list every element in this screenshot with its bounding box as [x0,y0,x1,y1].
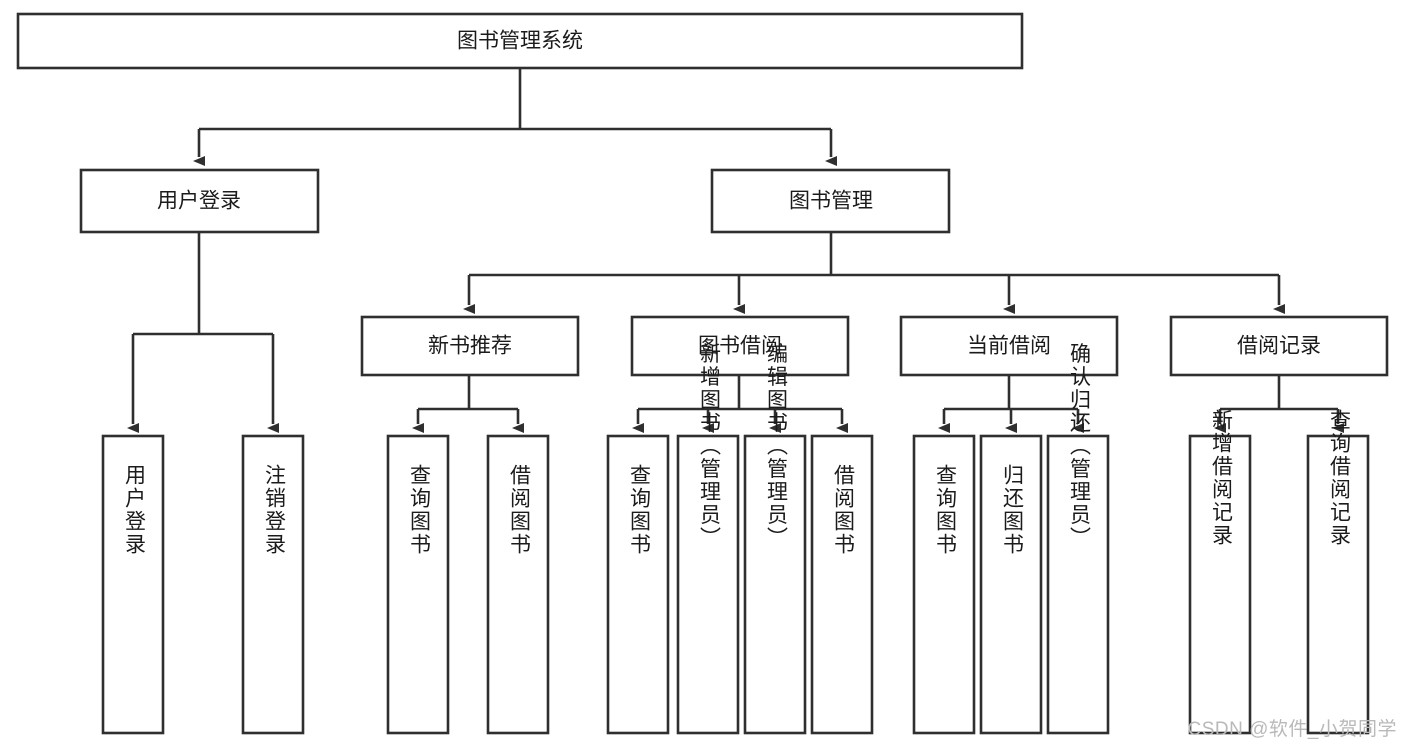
node-leaf-borrow-book-2[interactable]: 借阅图书 [810,434,874,735]
node-leaf-add-book-box[interactable] [676,434,740,735]
node-leaf-logout[interactable]: 注销登录 [241,434,305,735]
node-leaf-borrow-book-1[interactable]: 借阅图书 [486,434,550,735]
node-leaf-add-record-box[interactable] [1188,434,1252,735]
node-leaf-add-book-label: 新增图书（管理员） [697,343,721,550]
node-leaf-edit-book-box[interactable] [743,434,807,735]
node-leaf-query-book-2-box[interactable] [606,434,670,735]
node-leaf-return-book[interactable]: 归还图书 [979,434,1043,735]
node-leaf-borrow-book-1-box[interactable] [486,434,550,735]
node-leaf-query-record-label: 查询借阅记录 [1327,409,1351,547]
node-current-borrow-box[interactable] [899,315,1119,377]
node-leaf-logout-label: 注销登录 [262,464,286,556]
node-user-login-box[interactable] [79,168,320,234]
node-leaf-borrow-book-2-label: 借阅图书 [831,464,855,556]
node-new-book-recommend-box[interactable] [360,315,580,377]
node-borrow-record-box[interactable] [1169,315,1389,377]
node-leaf-user-login-label: 用户登录 [122,464,146,556]
node-leaf-user-login-box[interactable] [101,434,165,735]
node-leaf-return-book-label: 归还图书 [1000,464,1024,556]
node-user-login-label: 用户登录 [157,190,241,213]
node-leaf-query-book-1-box[interactable] [386,434,450,735]
node-leaf-query-book-1[interactable]: 查询图书 [386,434,450,735]
node-borrow-record[interactable]: 借阅记录 [1169,315,1389,377]
node-user-login[interactable]: 用户登录 [79,168,320,234]
node-new-book-recommend-label: 新书推荐 [428,335,512,358]
node-book-manage[interactable]: 图书管理 [710,168,951,234]
node-borrow-record-label: 借阅记录 [1237,335,1321,358]
node-book-manage-label: 图书管理 [789,190,873,213]
node-book-manage-box[interactable] [710,168,951,234]
node-current-borrow-label: 当前借阅 [967,335,1051,358]
node-leaf-edit-book-label: 编辑图书（管理员） [764,343,788,550]
node-root-box[interactable] [16,12,1024,70]
node-current-borrow[interactable]: 当前借阅 [899,315,1119,377]
node-book-borrow-box[interactable] [630,315,850,377]
node-book-borrow[interactable]: 图书借阅 [630,315,850,377]
node-leaf-logout-box[interactable] [241,434,305,735]
node-leaf-user-login[interactable]: 用户登录 [101,434,165,735]
node-root-label: 图书管理系统 [457,30,583,53]
node-leaf-query-book-3-box[interactable] [912,434,976,735]
node-leaf-add-record-label: 新增借阅记录 [1209,409,1233,547]
node-leaf-query-book-3[interactable]: 查询图书 [912,434,976,735]
node-leaf-return-book-box[interactable] [979,434,1043,735]
node-book-borrow-label: 图书借阅 [698,335,782,358]
node-leaf-edit-book[interactable]: 编辑图书（管理员） [743,343,807,735]
node-leaf-query-record-box[interactable] [1306,434,1370,735]
node-leaf-confirm-return[interactable]: 确认归还（管理员） [1046,343,1110,735]
connector-layer [127,68,1344,433]
node-leaf-query-book-2-label: 查询图书 [627,464,651,556]
node-leaf-confirm-return-label: 确认归还（管理员） [1067,343,1091,550]
node-leaf-query-book-1-label: 查询图书 [407,464,431,556]
node-leaf-confirm-return-box[interactable] [1046,434,1110,735]
node-leaf-query-record[interactable]: 查询借阅记录 [1306,409,1370,735]
node-leaf-add-record[interactable]: 新增借阅记录 [1188,409,1252,735]
node-leaf-add-book[interactable]: 新增图书（管理员） [676,343,740,735]
node-leaf-borrow-book-2-box[interactable] [810,434,874,735]
node-root[interactable]: 图书管理系统 [16,12,1024,70]
node-new-book-recommend[interactable]: 新书推荐 [360,315,580,377]
node-leaf-borrow-book-1-label: 借阅图书 [507,464,531,556]
node-leaf-query-book-3-label: 查询图书 [933,464,957,556]
node-leaf-query-book-2[interactable]: 查询图书 [606,434,670,735]
